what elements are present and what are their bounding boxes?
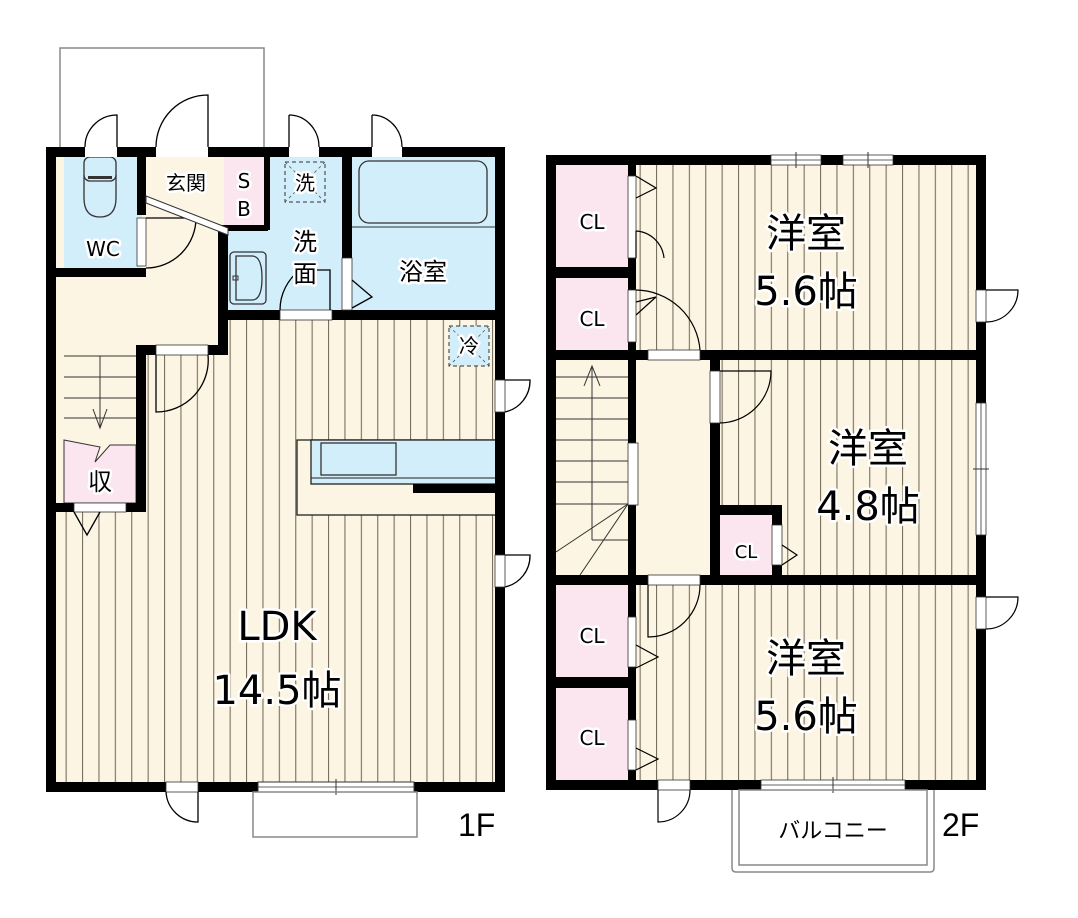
- bath-room: [352, 155, 495, 310]
- room-north-size: 5.6帖: [754, 269, 858, 315]
- porch-outline: [59, 47, 265, 149]
- ldk-label: LDK: [237, 604, 318, 650]
- wc-room: [64, 155, 142, 268]
- closet-5-label: CL: [579, 726, 605, 750]
- floor-1: WC 玄関 S B 洗 洗 面 浴室 冷 収 LDK 14.5帖 1F: [46, 47, 531, 843]
- bathtub-icon: [358, 160, 488, 224]
- storage-label: 収: [88, 468, 112, 496]
- room-middle-label: 洋室: [828, 426, 908, 472]
- closet-2: [556, 278, 628, 350]
- closet-5: [556, 688, 628, 780]
- doors-2f: [627, 152, 1019, 823]
- shoe-box-label-bottom: B: [237, 197, 251, 221]
- shoe-box-label-top: S: [238, 169, 251, 193]
- doors-1f: [73, 94, 531, 823]
- closet-4-label: CL: [579, 624, 605, 648]
- kitchen-counter: [296, 439, 501, 516]
- room-south-label: 洋室: [766, 636, 846, 682]
- bath-label: 浴室: [399, 258, 447, 286]
- floor-2: CL CL CL CL CL 洋室 5.6帖 洋室 4.8帖 洋室 5.6帖 バ…: [546, 152, 1019, 873]
- closet-2-label: CL: [579, 307, 605, 331]
- washing-machine-icon: [284, 161, 326, 203]
- window-1f-south: [252, 779, 418, 838]
- washer-label: 洗: [295, 171, 315, 195]
- hallway-2f: [634, 360, 714, 575]
- closet-3-label: CL: [735, 542, 758, 563]
- wc-label: WC: [86, 237, 120, 261]
- room-south-size: 5.6帖: [754, 694, 858, 740]
- closet-3: [720, 515, 772, 575]
- refrigerator-icon: [448, 325, 490, 367]
- balcony: [731, 789, 935, 873]
- room-north-floor: [634, 165, 976, 355]
- room-middle-size: 4.8帖: [816, 484, 920, 530]
- floor-1-tag: 1F: [458, 807, 495, 843]
- closet-1-label: CL: [579, 210, 605, 234]
- closet-4: [556, 585, 628, 677]
- floor-2-tag: 2F: [942, 807, 979, 843]
- fridge-label: 冷: [459, 334, 479, 358]
- genkan-label: 玄関: [166, 171, 206, 195]
- staircase-2f-floor: [556, 360, 634, 575]
- balcony-label: バルコニー: [778, 819, 888, 844]
- room-south-floor: [634, 585, 976, 780]
- deck-outline: [252, 791, 418, 838]
- washroom-label-top: 洗: [293, 228, 317, 256]
- sink-icon: [229, 251, 267, 305]
- washroom-label-bottom: 面: [293, 260, 317, 288]
- room-north-label: 洋室: [766, 211, 846, 257]
- washroom: [264, 155, 342, 310]
- kitchen-sink-icon: [320, 442, 397, 476]
- ldk-size: 14.5帖: [212, 668, 341, 714]
- staircase-1f: [64, 355, 136, 430]
- closet-1: [556, 165, 628, 267]
- shoe-box: [224, 155, 264, 227]
